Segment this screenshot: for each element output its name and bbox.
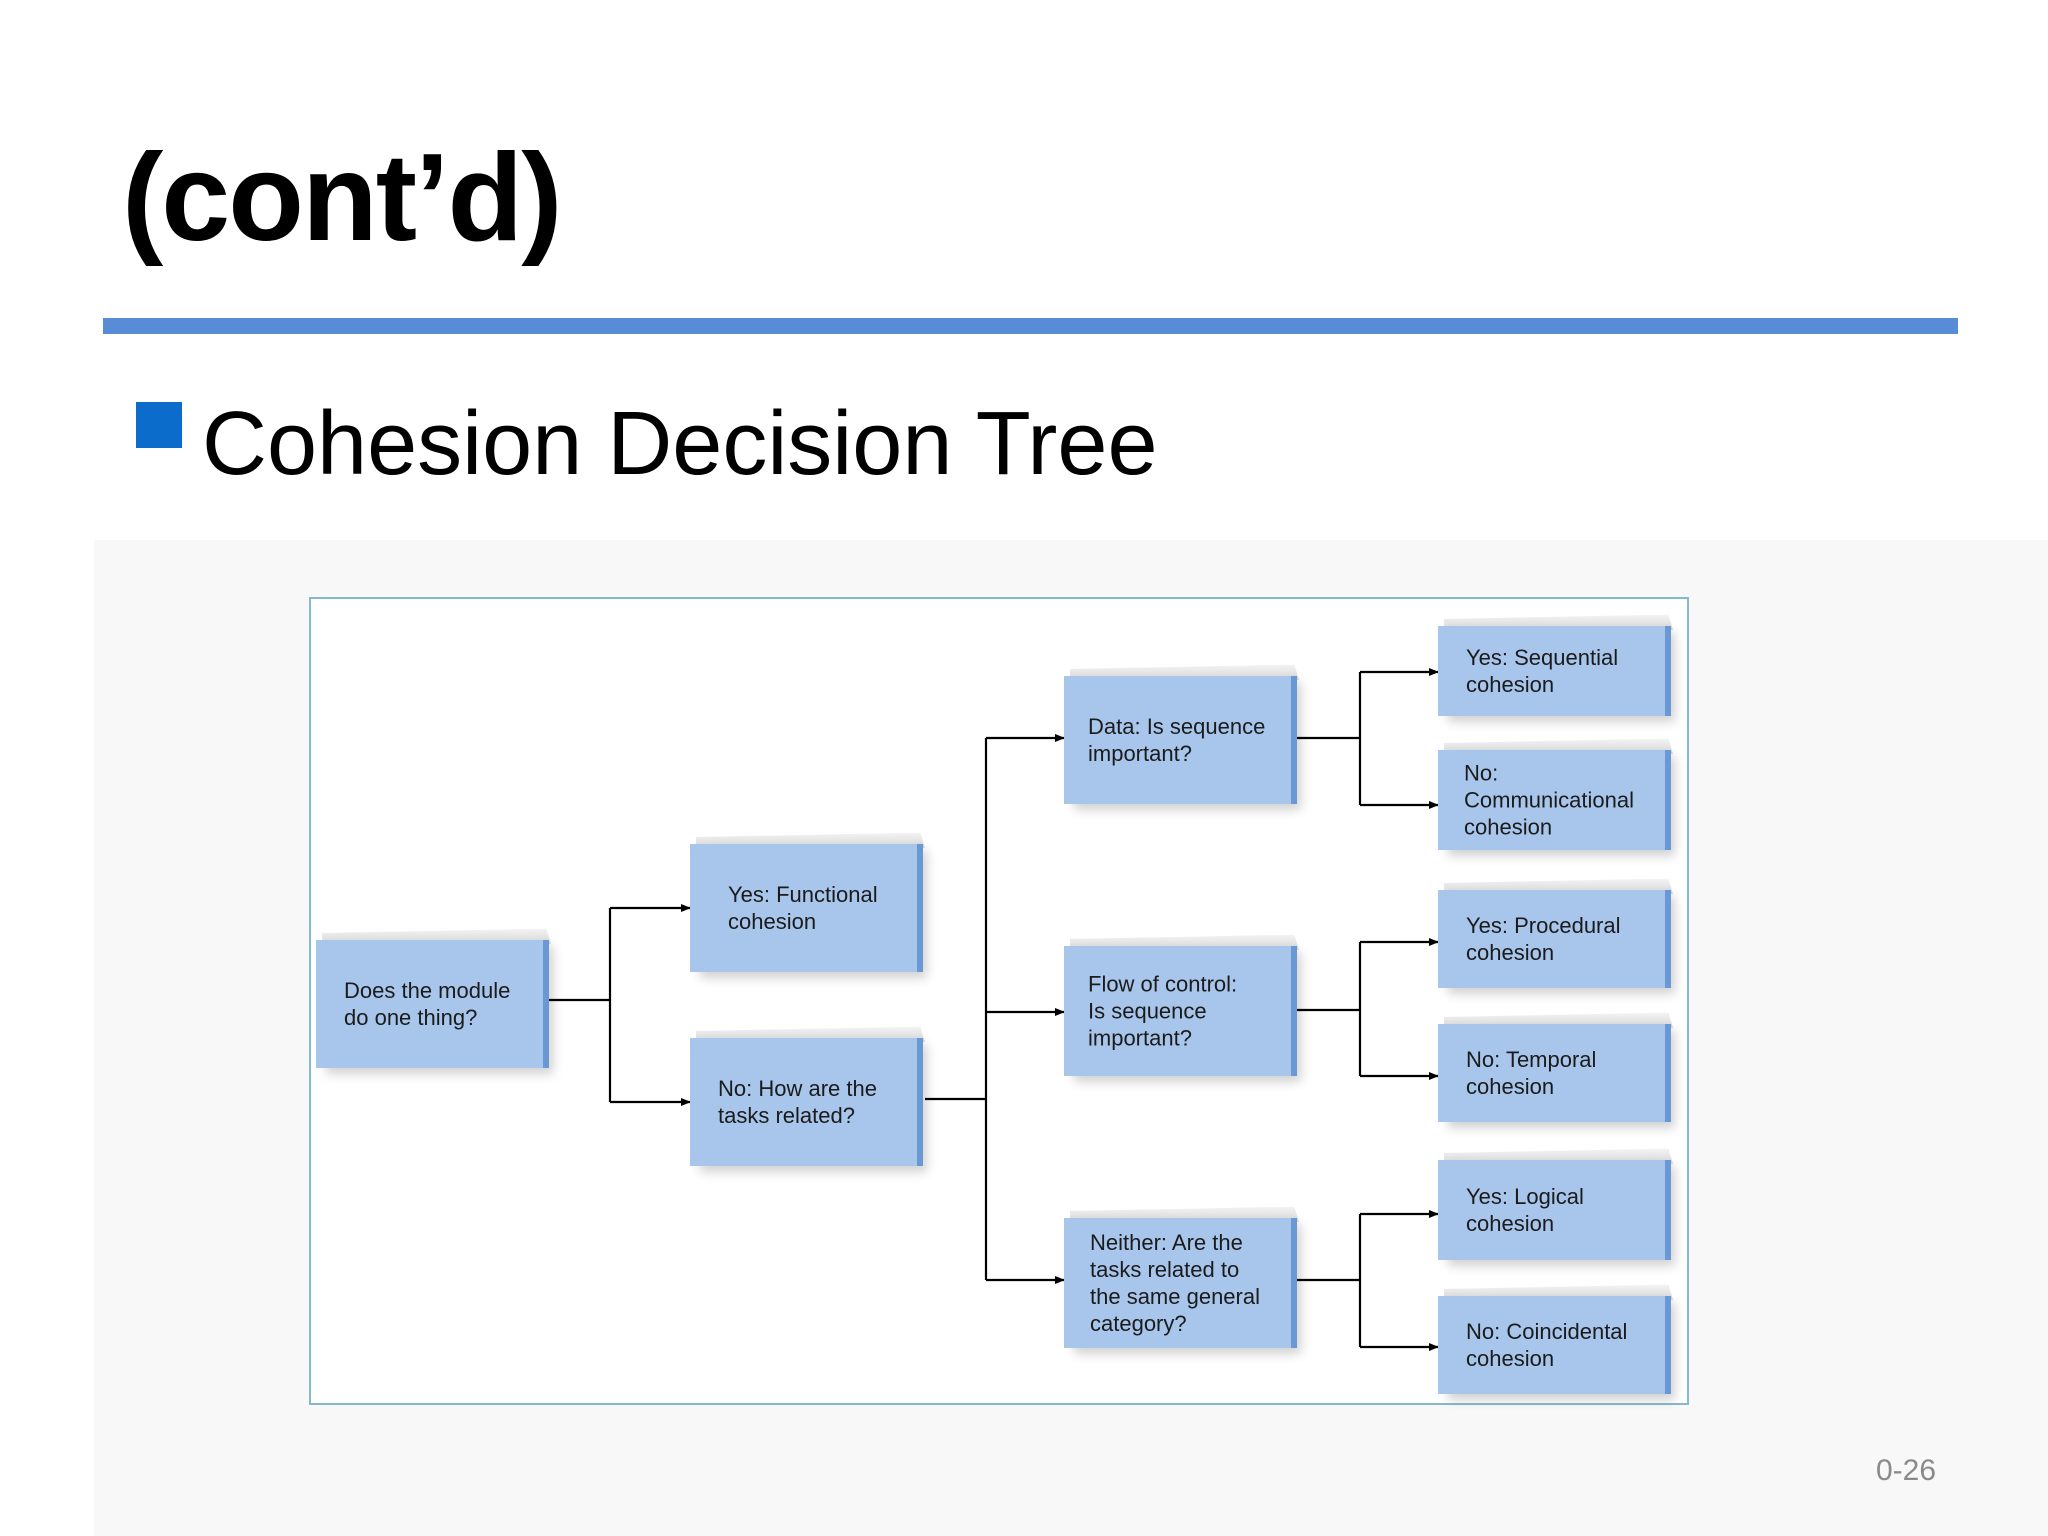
- page-number: 0-26: [1875, 1454, 1936, 1487]
- node-functional: Yes: Functional cohesion: [690, 832, 925, 972]
- node-flow: Flow of control: Is sequence important?: [1064, 934, 1299, 1076]
- node-label: Yes: Procedural cohesion: [1466, 913, 1621, 965]
- node-how-related: No: How are the tasks related?: [690, 1026, 925, 1166]
- node-label: Data: Is sequence important?: [1088, 714, 1266, 766]
- node-logical: Yes: Logical cohesion: [1438, 1148, 1673, 1260]
- bullet-marker: [136, 402, 182, 448]
- node-temporal: No: Temporal cohesion: [1438, 1012, 1673, 1122]
- node-label: Yes: Functional cohesion: [728, 882, 878, 934]
- node-procedural: Yes: Procedural cohesion: [1438, 878, 1673, 988]
- node-label: No: Temporal cohesion: [1466, 1047, 1597, 1099]
- node-label: Neither: Are the tasks related to the sa…: [1090, 1230, 1260, 1336]
- title-divider: [103, 318, 1958, 334]
- node-label: No: How are the tasks related?: [718, 1076, 877, 1128]
- node-label: Yes: Logical cohesion: [1466, 1184, 1584, 1236]
- node-neither: Neither: Are the tasks related to the sa…: [1064, 1206, 1299, 1348]
- node-label: Does the module do one thing?: [344, 978, 511, 1030]
- bullet-text: Cohesion Decision Tree: [202, 394, 1158, 494]
- node-coincidental: No: Coincidental cohesion: [1438, 1284, 1673, 1394]
- node-data: Data: Is sequence important?: [1064, 664, 1299, 804]
- node-label: Flow of control: Is sequence important?: [1088, 971, 1238, 1051]
- node-label: No: Coincidental cohesion: [1466, 1319, 1628, 1371]
- node-communicational: No: Communicational cohesion: [1438, 738, 1673, 850]
- slide-title: (cont’d): [122, 129, 563, 267]
- node-label: No: Communicational cohesion: [1464, 760, 1634, 840]
- node-sequential: Yes: Sequential cohesion: [1438, 614, 1673, 716]
- node-label: Yes: Sequential cohesion: [1466, 645, 1619, 697]
- node-root: Does the module do one thing?: [316, 928, 551, 1068]
